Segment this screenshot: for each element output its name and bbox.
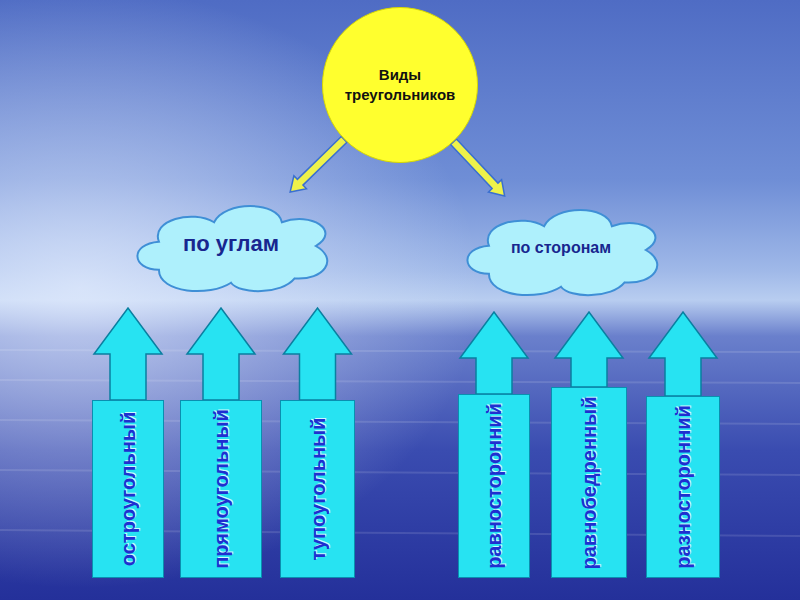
type-bar: равнобедренный xyxy=(551,387,627,578)
title-text: Виды треугольников xyxy=(338,65,463,106)
yellow-arrow xyxy=(451,139,505,196)
type-label: равносторонний xyxy=(483,403,506,569)
cloud-shape xyxy=(137,206,327,291)
category-cloud: по углам xyxy=(125,192,337,300)
type-label: прямоугольный xyxy=(210,409,233,569)
type-label: тупоугольный xyxy=(306,418,329,561)
type-bar: тупоугольный xyxy=(280,400,355,578)
cloud-shape xyxy=(467,210,657,295)
cyan-arrow xyxy=(284,308,352,400)
category-cloud: по сторонам xyxy=(455,196,667,304)
category-label: по углам xyxy=(183,231,279,257)
title-circle: Виды треугольников xyxy=(322,7,478,163)
cyan-arrow xyxy=(94,308,162,400)
type-bar: равносторонний xyxy=(458,394,530,578)
category-label: по сторонам xyxy=(511,239,611,257)
type-bar: прямоугольный xyxy=(180,400,262,578)
type-label: разносторонний xyxy=(672,405,695,569)
type-bar: разносторонний xyxy=(646,396,720,578)
type-label: остроугольный xyxy=(117,412,140,566)
cyan-arrow xyxy=(649,312,717,396)
cyan-arrow xyxy=(555,312,623,387)
type-label: равнобедренный xyxy=(578,396,601,569)
type-bar: остроугольный xyxy=(92,400,164,578)
yellow-arrow xyxy=(290,137,347,192)
cyan-arrow xyxy=(187,308,255,400)
cyan-arrow xyxy=(460,312,528,394)
